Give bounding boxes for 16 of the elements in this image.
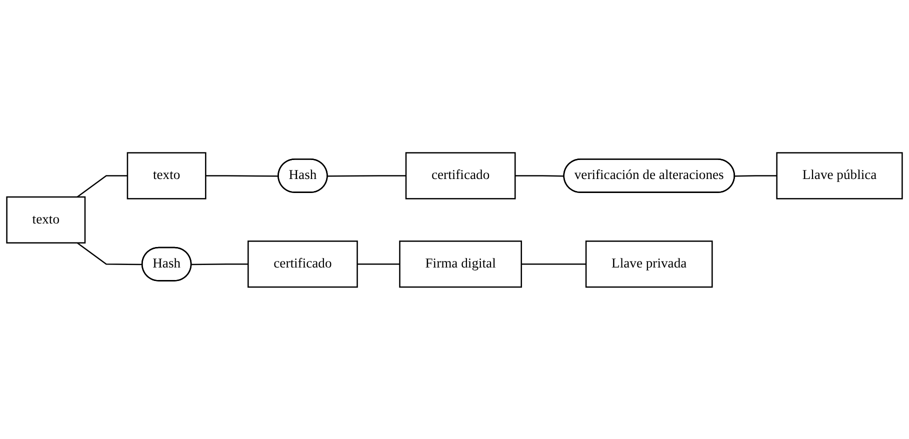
- node-box: Llave pública: [776, 152, 903, 199]
- node-box: Firma digital: [399, 240, 522, 288]
- node-box: texto: [126, 152, 206, 199]
- connector: [734, 174, 777, 176]
- connector: [76, 242, 143, 265]
- connector: [521, 263, 586, 264]
- connector: [191, 263, 248, 265]
- connector: [206, 174, 279, 176]
- connector: [515, 174, 564, 176]
- connector: [76, 174, 128, 198]
- connector: [328, 174, 406, 176]
- node-box: Llave privada: [585, 240, 713, 288]
- node-box: certificado: [405, 152, 516, 199]
- connector: [357, 263, 400, 264]
- node-box: texto: [6, 196, 86, 244]
- node-box: certificado: [248, 240, 358, 288]
